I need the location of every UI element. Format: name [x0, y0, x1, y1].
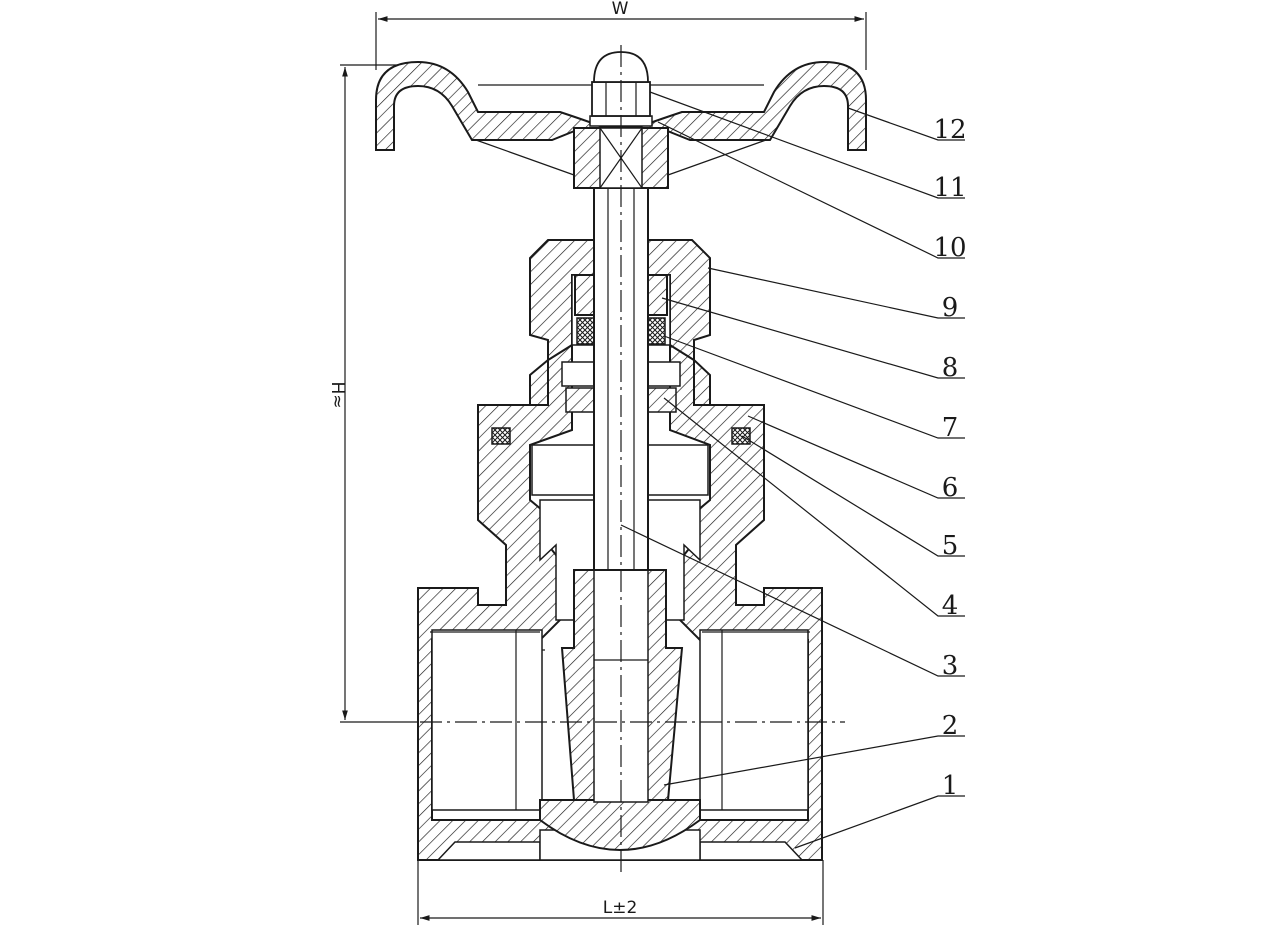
callout-4: 4: [942, 591, 959, 621]
dimension-width: W: [375, 0, 867, 70]
callout-3: 3: [942, 651, 959, 681]
gate-wedge: [560, 569, 684, 803]
dimension-height: H≈: [327, 64, 420, 723]
handwheel: [375, 60, 867, 176]
callout-6: 6: [942, 473, 959, 503]
callout-10: 10: [933, 233, 966, 263]
leader-lines: [620, 91, 965, 849]
callout-8: 8: [942, 353, 959, 383]
height-dimension-label: H≈: [327, 381, 347, 408]
width-dimension-label: W: [612, 0, 629, 19]
callout-5: 5: [942, 531, 959, 561]
gland-nut: [574, 274, 668, 316]
callout-1: 1: [942, 771, 959, 801]
callout-2: 2: [942, 711, 959, 741]
callout-11: 11: [933, 173, 966, 203]
bonnet-gasket: [491, 427, 751, 445]
callout-9: 9: [942, 293, 959, 323]
length-dimension-label: L±2: [603, 898, 638, 918]
dimension-length: L±2: [417, 860, 824, 925]
callout-12: 12: [933, 115, 966, 145]
callout-7: 7: [942, 413, 959, 443]
